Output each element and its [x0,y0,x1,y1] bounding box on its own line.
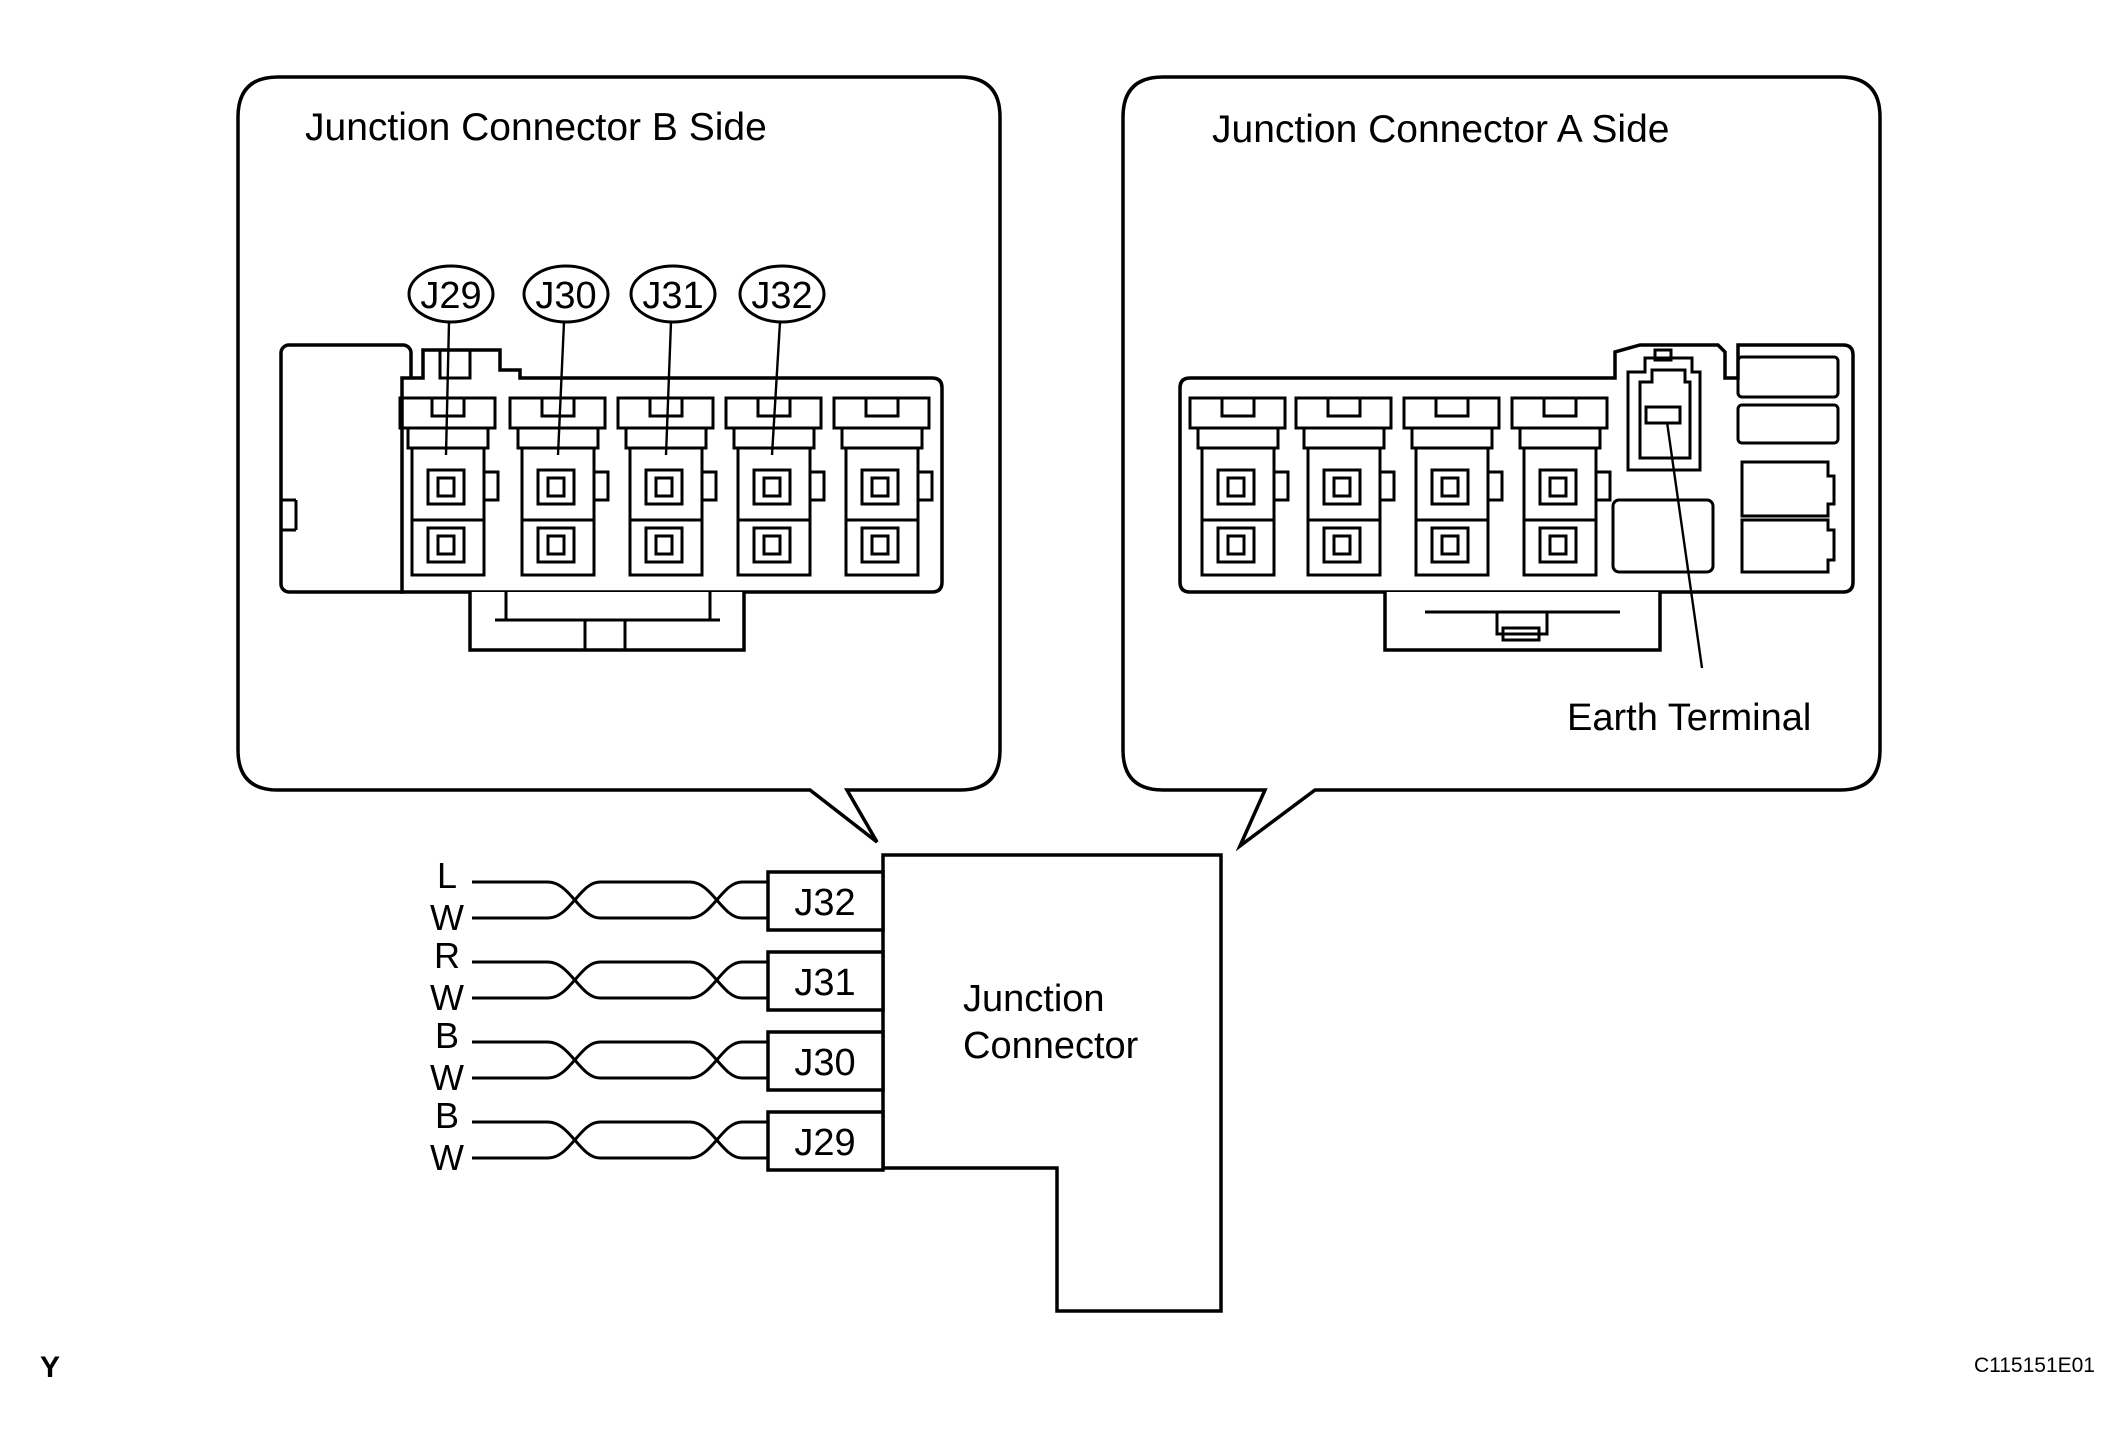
wire-color-bottom: W [430,977,464,1018]
wire-color-top: L [437,855,457,896]
a-side-cavities [1188,396,1612,577]
b-side-cavity [832,396,934,577]
pin-label-oval [522,264,610,324]
wire-bottom [472,880,768,920]
wire-pair: J29 BW [430,1095,885,1178]
wire-pair: J32 LW [430,855,885,938]
wire-color-bottom: W [430,1057,464,1098]
junction-connector-body [881,853,1223,1313]
pin-leader-line [770,321,782,456]
wire-color-top: B [435,1095,459,1136]
pin-label-oval [407,264,495,324]
a-side-callout: Junction Connector A Side [1121,75,1882,852]
pin-label-oval [629,264,717,324]
pin-leader-line [664,321,673,456]
a-side-cavity [1294,396,1396,577]
earth-terminal-cavity [1611,348,1715,574]
b-side-cavities [398,396,934,577]
wire-color-top: B [435,1015,459,1056]
terminal-box [766,1110,885,1172]
earth-terminal-label: Earth Terminal [1567,697,1811,739]
terminal-box [766,870,885,932]
terminal-label: J29 [794,1122,855,1164]
terminal-label: J30 [794,1042,855,1084]
terminal-label: J31 [794,962,855,1004]
pin-label: J31 [642,275,703,317]
wire-bottom [472,1120,768,1160]
corner-mark: Y [40,1351,60,1384]
wire-color-top: R [434,935,460,976]
a-side-title: Junction Connector A Side [1212,108,1669,151]
a-side-main-body [1178,343,1855,594]
junction-connector-block: Junction Connector [881,853,1223,1313]
pin-label-oval [738,264,826,324]
wire-top [472,1120,768,1160]
pin-leader-line [444,321,451,456]
a-side-cavity [1188,396,1290,577]
wire-top [472,960,768,1000]
wire-top [472,880,768,920]
a-side-right-cavities [1736,355,1840,574]
wire-bottom [472,960,768,1000]
a-side-cavity [1402,396,1504,577]
terminal-box [766,1030,885,1092]
wire-bottom [472,1040,768,1080]
wire-pair: J30 BW [430,1015,885,1098]
junction-connector-name-line1: Junction [963,978,1105,1020]
b-side-connector-housing [279,343,944,652]
b-side-latch-body [279,343,413,594]
pin-label: J32 [751,275,812,317]
earth-terminal-leader [1665,421,1704,669]
junction-connector-name-line2: Connector [963,1025,1139,1067]
wire-pair: J31 RW [430,935,885,1018]
b-side-pin-labels: J29 J30 J31 J32 [407,264,826,456]
b-side-cavity [508,396,610,577]
terminal-label: J32 [794,882,855,924]
b-side-title: Junction Connector B Side [305,106,767,149]
pin-label: J30 [535,275,596,317]
a-side-lower-key [1383,592,1662,652]
b-side-callout: Junction Connector B Side J29 J30 J31 J32 [236,75,1002,844]
wire-color-bottom: W [430,897,464,938]
terminal-box [766,950,885,1012]
b-side-cavity [724,396,826,577]
a-side-cavity [1510,396,1612,577]
wire-color-bottom: W [430,1137,464,1178]
wire-top [472,1040,768,1080]
pin-leader-line [556,321,566,456]
figure-code: C115151E01 [1974,1354,2095,1377]
pin-label: J29 [420,275,481,317]
a-side-connector-housing [1178,343,1855,652]
